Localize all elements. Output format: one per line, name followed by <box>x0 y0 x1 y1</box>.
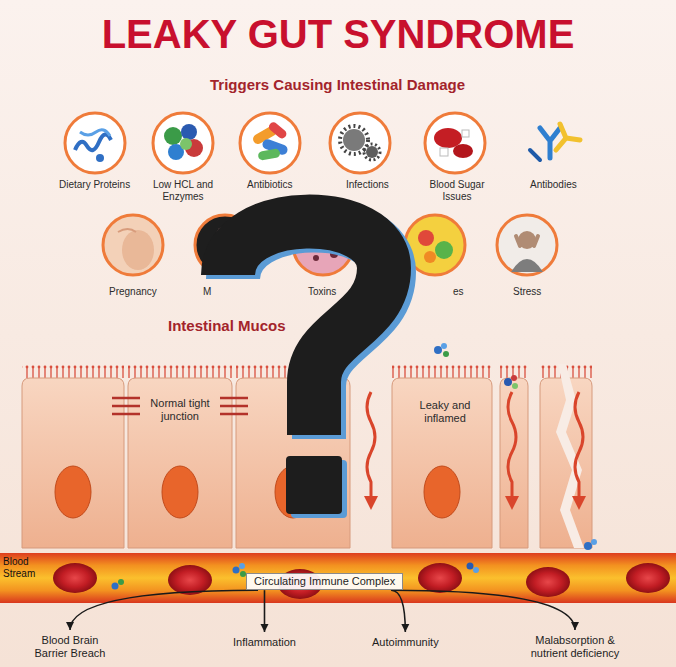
cell-label: Normal tight junction <box>147 397 213 423</box>
outcome-text: Malabsorption & nutrient deficiency <box>519 634 631 660</box>
trigger-label: Dietary Proteins <box>59 179 130 191</box>
bar-label: Blood Stream <box>3 556 37 580</box>
outcome-text: Inflammation <box>233 636 296 649</box>
subtitle: Triggers Causing Intestinal Damage <box>210 76 465 94</box>
trigger-label: Toxins <box>308 286 336 298</box>
protein-particles <box>112 343 598 590</box>
immune-complex-box: Circulating Immune Complex <box>246 573 403 590</box>
title: LEAKY GUT SYNDROME <box>0 12 676 56</box>
node-text: Autoimmunity <box>372 636 439 649</box>
trigger-label: Antibiotics <box>247 179 293 191</box>
arrow-head <box>571 622 579 630</box>
leak-arrows <box>364 392 586 510</box>
connector-arrow <box>391 590 575 630</box>
trigger-label: Antibodies <box>530 179 577 191</box>
section-heading: Intestinal Mucos <box>168 317 286 335</box>
question-mark-body <box>228 222 384 514</box>
arrow-head <box>401 624 409 632</box>
trigger-label: es <box>453 286 464 298</box>
arrow-head <box>260 624 268 632</box>
blood-stream <box>0 553 676 603</box>
node-text: Blood Brain Barrier Breach <box>28 634 112 660</box>
trigger-label: Low HCL and Enzymes <box>151 179 215 203</box>
node-text: Malabsorption & nutrient deficiency <box>519 634 631 660</box>
arrow-head <box>66 622 74 630</box>
connector-arrow <box>70 590 258 630</box>
trigger-label: Pregnancy <box>109 286 157 298</box>
outcome-text: Autoimmunity <box>372 636 439 649</box>
node-text: Circulating Immune Complex <box>254 575 395 588</box>
trigger-label: Blood Sugar Issues <box>427 179 487 203</box>
node-text: Inflammation <box>233 636 296 649</box>
outcome-text: Blood Brain Barrier Breach <box>28 634 112 660</box>
trigger-label: Infections <box>346 179 389 191</box>
cell-label: Leaky and inflamed <box>415 399 475 425</box>
trigger-label: M <box>203 286 211 298</box>
trigger-label: Stress <box>513 286 541 298</box>
